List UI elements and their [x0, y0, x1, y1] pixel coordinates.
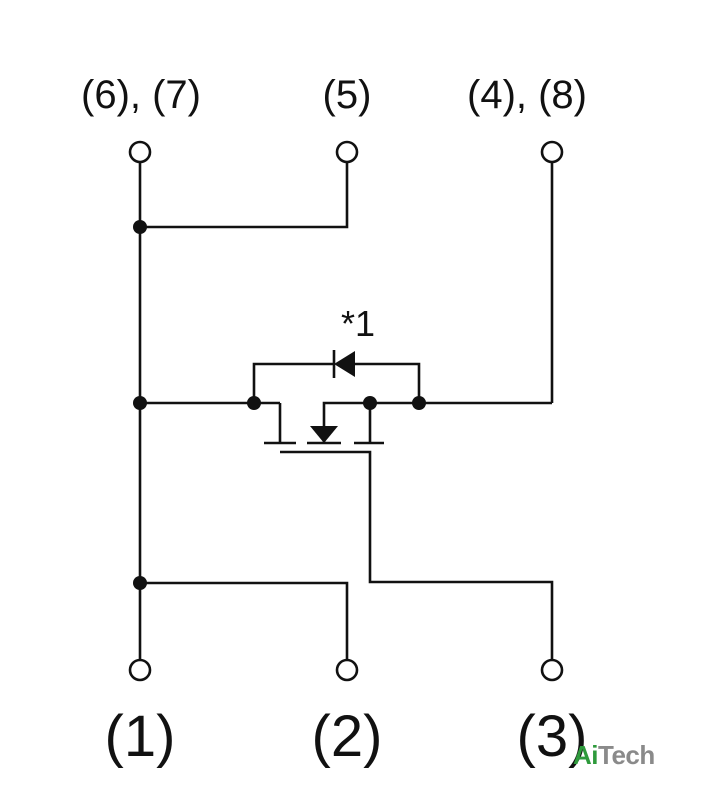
watermark-suffix: Tech: [598, 740, 655, 770]
pin-label-5: (5): [323, 73, 372, 117]
watermark-logo: AiTech: [573, 740, 655, 771]
body-stem: [322, 401, 370, 443]
terminal-4-8: [540, 140, 564, 164]
terminal-5: [335, 140, 359, 164]
terminals: [128, 140, 564, 682]
diode-branch-right: [355, 362, 421, 403]
terminal-2: [335, 658, 359, 682]
body-arrow: [310, 426, 338, 443]
pin-label-1: (1): [105, 704, 176, 769]
wires: [138, 162, 554, 659]
diode-branch-left: [252, 362, 333, 403]
pin-label-2: (2): [312, 704, 383, 769]
wire-to-pin-5: [140, 162, 349, 229]
terminal-6-7: [128, 140, 152, 164]
diode-symbol: [332, 350, 355, 378]
wire-to-pin-2: [140, 581, 349, 659]
pin-label-6-7: (6), (7): [81, 73, 201, 117]
terminal-3: [540, 658, 564, 682]
terminal-1: [128, 658, 152, 682]
watermark-prefix: Ai: [573, 740, 599, 770]
pin-label-3: (3): [517, 704, 588, 769]
diode-note-label: *1: [341, 303, 375, 344]
pin-label-4-8: (4), (8): [467, 73, 587, 117]
junction-dots: [133, 220, 426, 590]
gate-line: [280, 450, 554, 659]
